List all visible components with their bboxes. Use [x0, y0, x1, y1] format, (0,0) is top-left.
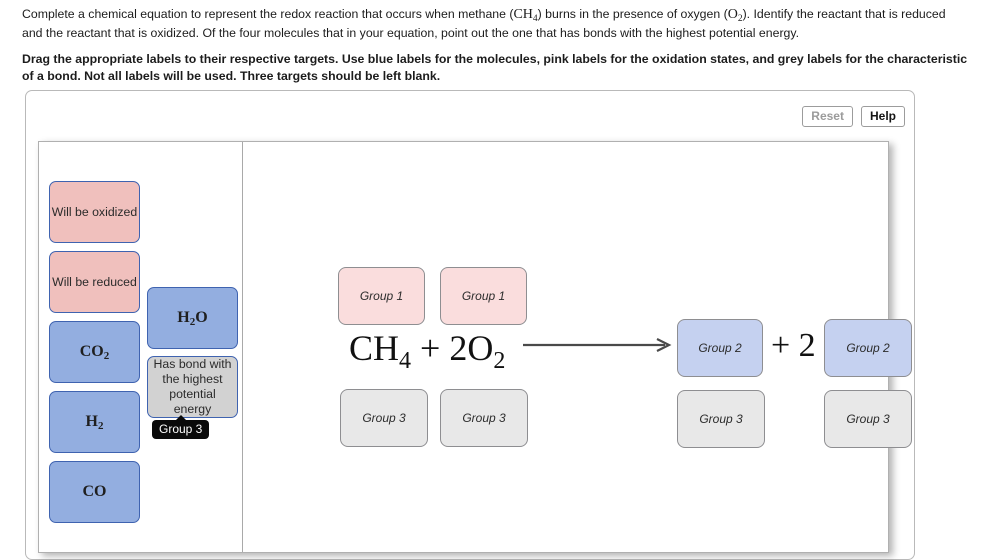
oxygen-symbol: O — [727, 7, 738, 22]
drag-tooltip: Group 3 — [152, 415, 210, 439]
equation-plus-2o: + 2O — [411, 328, 494, 368]
drop-target-product-bottom-left[interactable]: Group 3 — [677, 390, 765, 448]
instructions-block: Complete a chemical equation to represen… — [22, 6, 968, 94]
equation-ch-subscript: 4 — [399, 348, 412, 374]
drag-label-co2-formula: CO2 — [79, 343, 110, 362]
equation-ch-symbol: CH — [349, 328, 400, 368]
drop-target-product-bottom-right[interactable]: Group 3 — [824, 390, 912, 448]
h2o-suffix: O — [195, 309, 208, 326]
drop-target-reactant-top-right[interactable]: Group 1 — [440, 267, 527, 325]
reaction-arrow-icon — [523, 338, 672, 352]
drop-target-reactant-bottom-right[interactable]: Group 3 — [440, 389, 528, 447]
drag-label-h2o[interactable]: H2O — [147, 287, 238, 349]
oxygen-formula: O2 — [727, 7, 743, 24]
co2-symbol: CO — [79, 343, 104, 360]
methane-formula: CH4 — [513, 7, 538, 24]
equation-plus-two-coefficient: + 2 — [771, 327, 816, 364]
equation-area: Group 1 Group 1 Group 3 Group 3 CH4 + 2O… — [244, 142, 912, 552]
co2-subscript: 2 — [103, 350, 110, 362]
h2-symbol: H — [85, 413, 98, 430]
drag-label-will-be-reduced[interactable]: Will be reduced — [49, 251, 140, 313]
equation-o2-subscript: 2 — [493, 348, 506, 374]
drop-target-reactant-top-left[interactable]: Group 1 — [338, 267, 425, 325]
drag-label-will-be-oxidized[interactable]: Will be oxidized — [49, 181, 140, 243]
drag-label-co2[interactable]: CO2 — [49, 321, 140, 383]
instruction-text-part-3: ). Identify the reactant that is reduced… — [22, 7, 946, 40]
exercise-card: Reset Help Will be oxidized Will be redu… — [25, 90, 915, 560]
toolbar: Reset Help — [802, 106, 905, 127]
label-bank: Will be oxidized Will be reduced CO2 H2 … — [39, 142, 243, 552]
drag-label-h2o-formula: H2O — [177, 309, 208, 328]
drag-label-highest-potential-energy[interactable]: Has bond with the highest potential ener… — [147, 356, 238, 418]
drag-label-co[interactable]: CO — [49, 461, 140, 523]
methane-subscript: 4 — [532, 14, 538, 24]
drag-label-will-be-reduced-text: Will be reduced — [52, 274, 137, 289]
reset-button[interactable]: Reset — [802, 106, 853, 127]
help-button[interactable]: Help — [860, 106, 905, 127]
drag-label-h2[interactable]: H2 — [49, 391, 140, 453]
oxygen-subscript: 2 — [737, 14, 743, 24]
h2o-subscript: 2 — [189, 316, 196, 328]
drag-label-co-formula: CO — [82, 483, 107, 500]
instruction-text-part-1: Complete a chemical equation to represen… — [22, 7, 514, 21]
drop-target-product-top-right[interactable]: Group 2 — [824, 319, 912, 377]
h2o-symbol: H — [177, 309, 190, 326]
h2-subscript: 2 — [97, 420, 104, 432]
drag-label-highest-potential-energy-text: Has bond with the highest potential ener… — [153, 357, 232, 416]
drag-label-will-be-oxidized-text: Will be oxidized — [51, 204, 138, 219]
instruction-paragraph-1: Complete a chemical equation to represen… — [22, 6, 968, 41]
instruction-paragraph-2: Drag the appropriate labels to their res… — [22, 52, 968, 83]
methane-symbol: CH — [513, 7, 533, 22]
drop-target-product-top-left[interactable]: Group 2 — [677, 319, 763, 377]
activity-panel: Will be oxidized Will be reduced CO2 H2 … — [38, 141, 912, 553]
drop-target-reactant-bottom-left[interactable]: Group 3 — [340, 389, 428, 447]
instruction-text-part-2: ) burns in the presence of oxygen ( — [537, 7, 728, 21]
drag-label-h2-formula: H2 — [85, 413, 104, 432]
equation-reactants: CH4 + 2O2 — [349, 327, 505, 374]
